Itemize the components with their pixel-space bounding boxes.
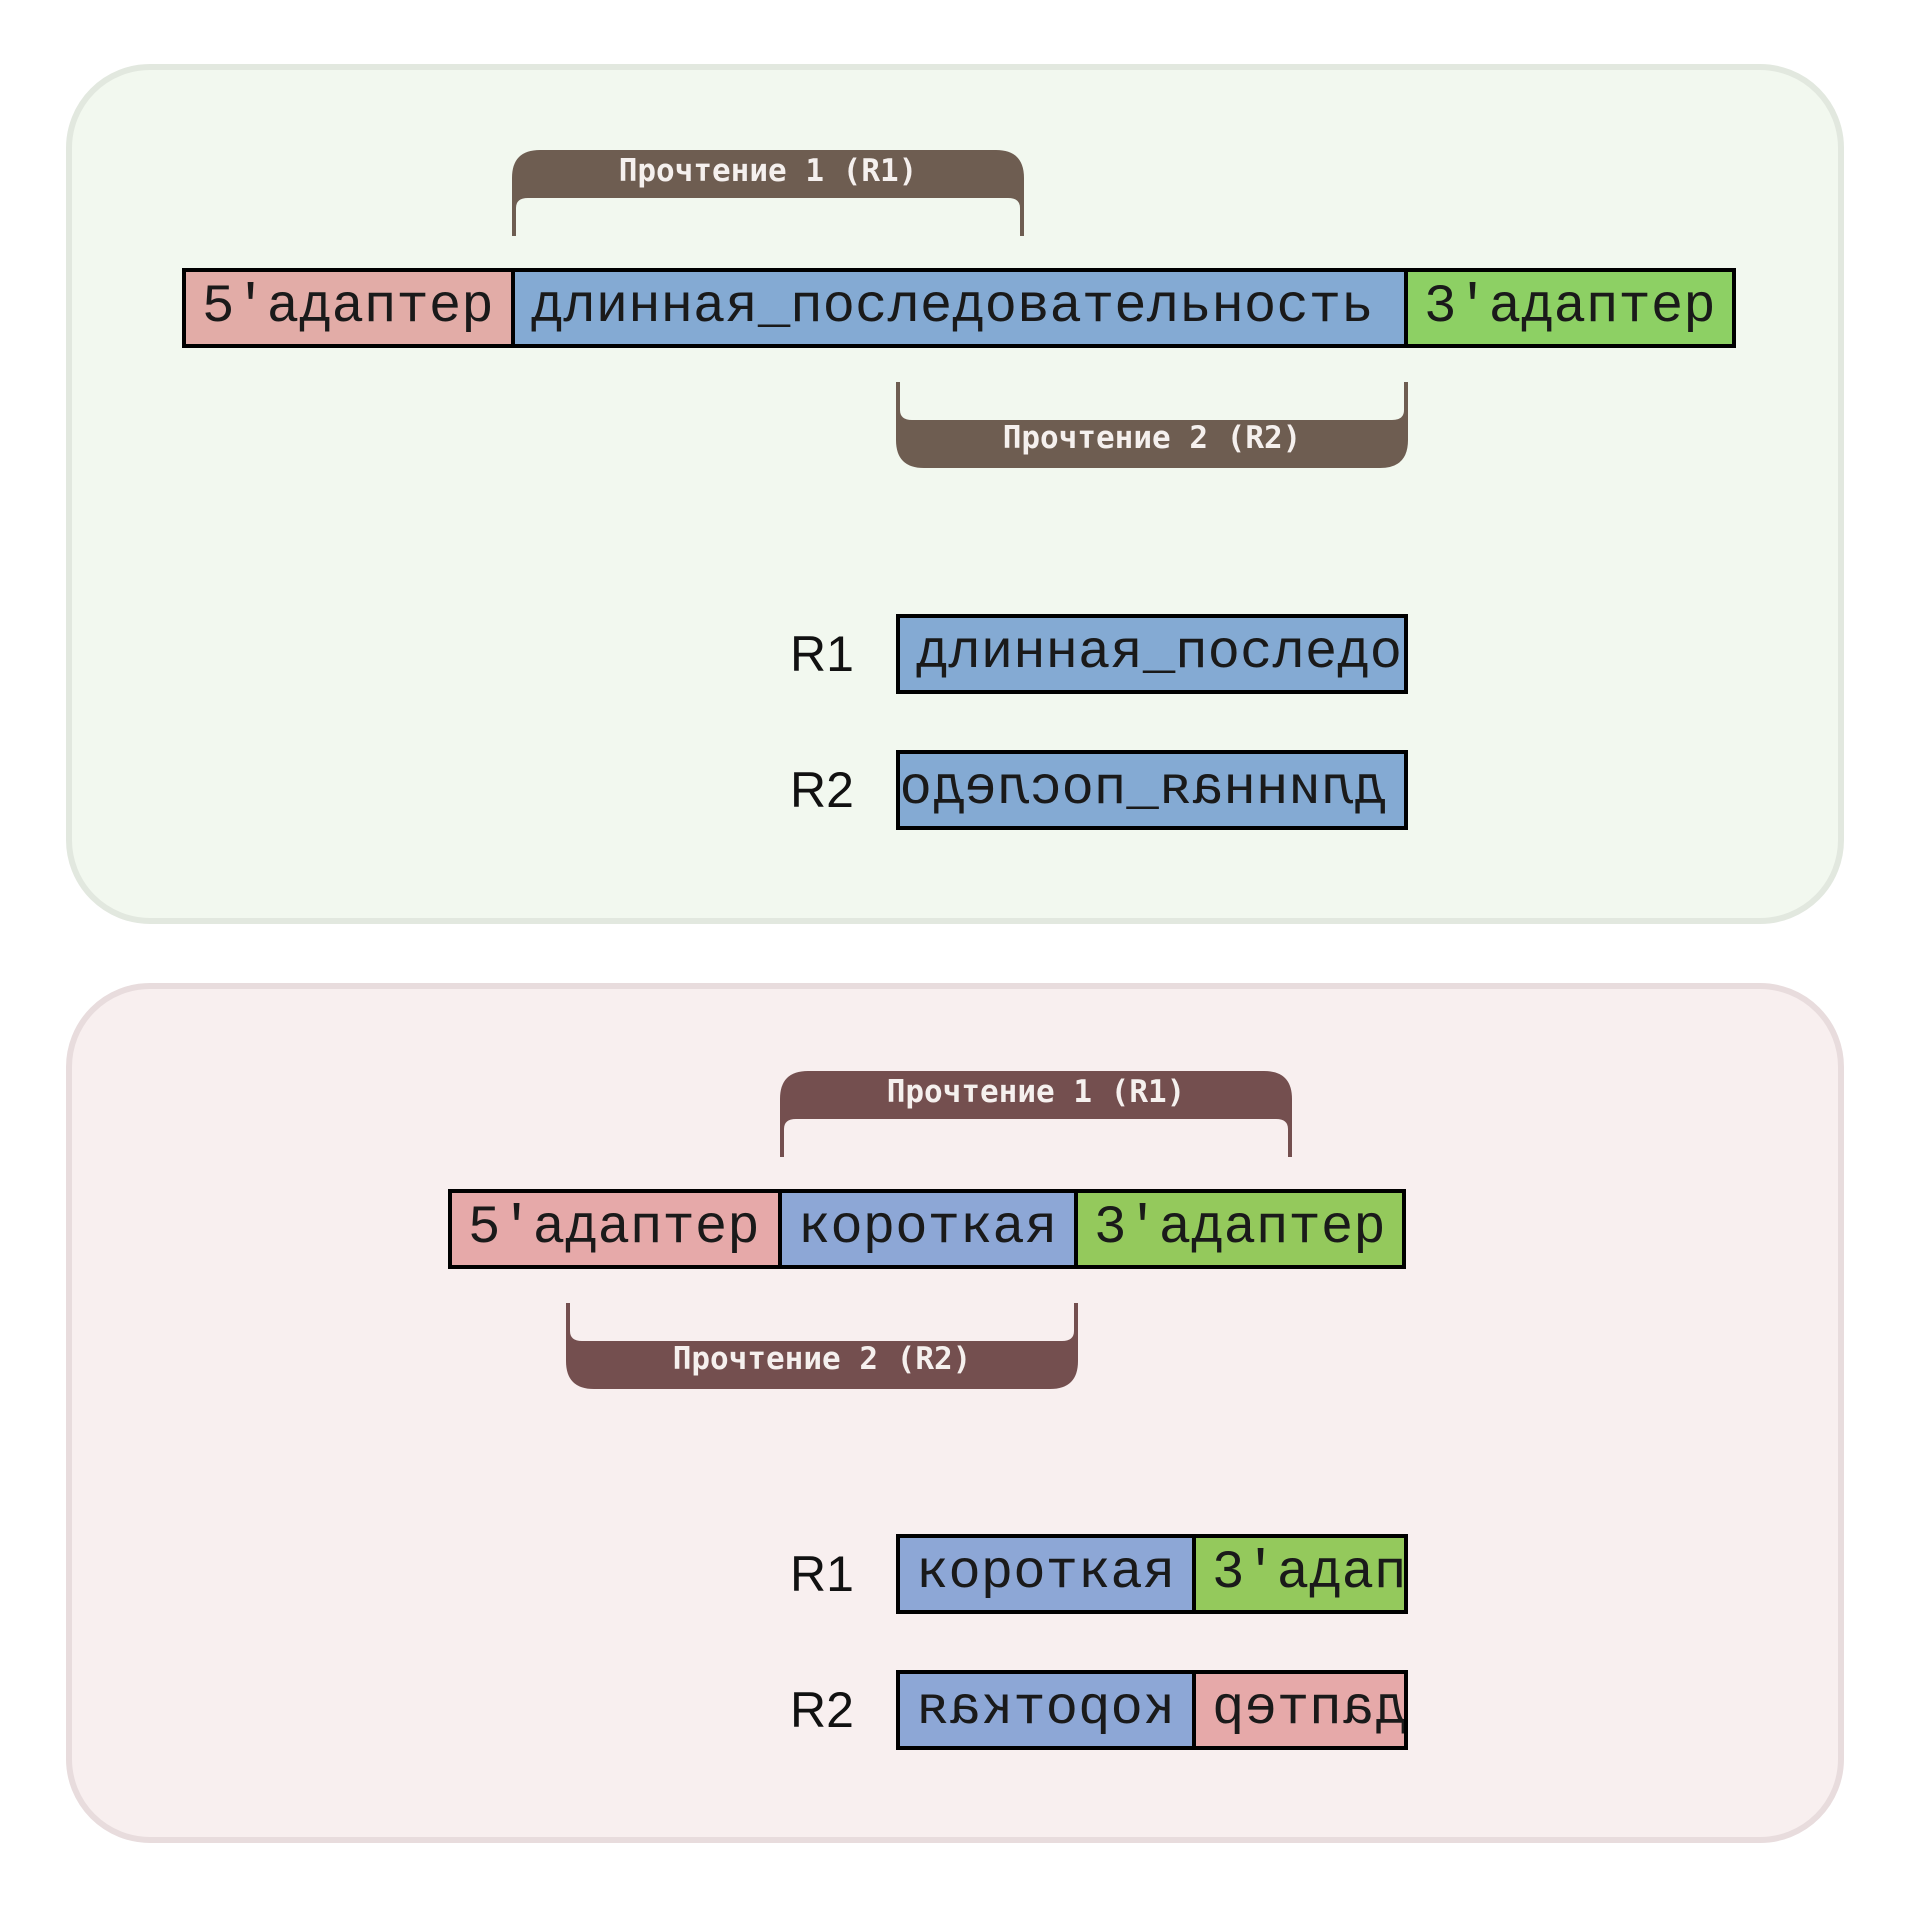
read2-label-long: R2 [790,762,854,818]
read2-reversed-insert-short: короткая [916,1679,1176,1740]
read2-reversed-text-long: длинная_последовательность [899,759,1386,820]
read1-bracket-long [512,150,1024,236]
read2-bracket-long [896,382,1408,468]
insert-block-short: короткая [778,1189,1078,1269]
adapter3-block-short: 3'адаптер [1074,1189,1406,1269]
read2-adapter5-block-short: 5'адаптер [1192,1670,1408,1750]
read1-bracket-short [780,1071,1292,1157]
read1-label-long: R1 [790,626,854,682]
read1-bracket-label-long: Прочтение 1 (R1) [618,153,918,189]
read2-insert-block-short: короткая [896,1670,1196,1750]
read2-sequence-long: длинная_последовательность [896,750,1408,830]
read1-adapter3-block-short: 3'адап [1192,1534,1408,1614]
read1-sequence-long: длинная_последо [896,614,1408,694]
adapter5-block-short: 5'адаптер [448,1189,782,1269]
adapter3-block-long: 3'адаптер [1404,268,1736,348]
read2-label-short: R2 [790,1682,854,1738]
read2-bracket-label-short: Прочтение 2 (R2) [672,1341,972,1377]
read1-bracket-label-short: Прочтение 1 (R1) [886,1074,1186,1110]
adapter5-block-long: 5'адаптер [182,268,515,348]
read2-bracket-label-long: Прочтение 2 (R2) [1002,420,1302,456]
read1-label-short: R1 [790,1546,854,1602]
insert-block-long: длинная_последовательность [511,268,1408,348]
read1-insert-block-short: короткая [896,1534,1196,1614]
read2-reversed-adapter-short: 5'адаптер [1212,1679,1407,1740]
read2-bracket-short [566,1303,1078,1389]
